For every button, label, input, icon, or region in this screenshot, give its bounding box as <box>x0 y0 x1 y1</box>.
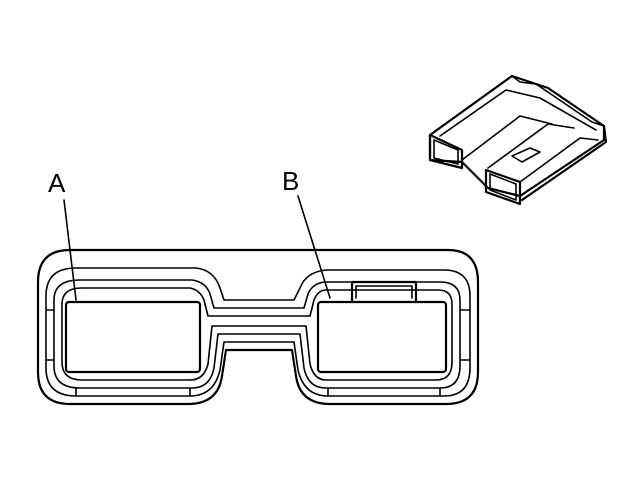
callout-a: A <box>48 168 66 198</box>
cavity-a <box>64 300 202 374</box>
latch-tab <box>350 280 418 304</box>
leader-line-b <box>297 195 331 299</box>
connector-outer-shell <box>36 248 480 406</box>
leader-line-a <box>63 199 77 301</box>
callout-b: B <box>282 166 299 196</box>
connector-end-view <box>36 248 480 406</box>
cavity-b <box>316 300 448 374</box>
connector-3d-view <box>428 74 608 206</box>
